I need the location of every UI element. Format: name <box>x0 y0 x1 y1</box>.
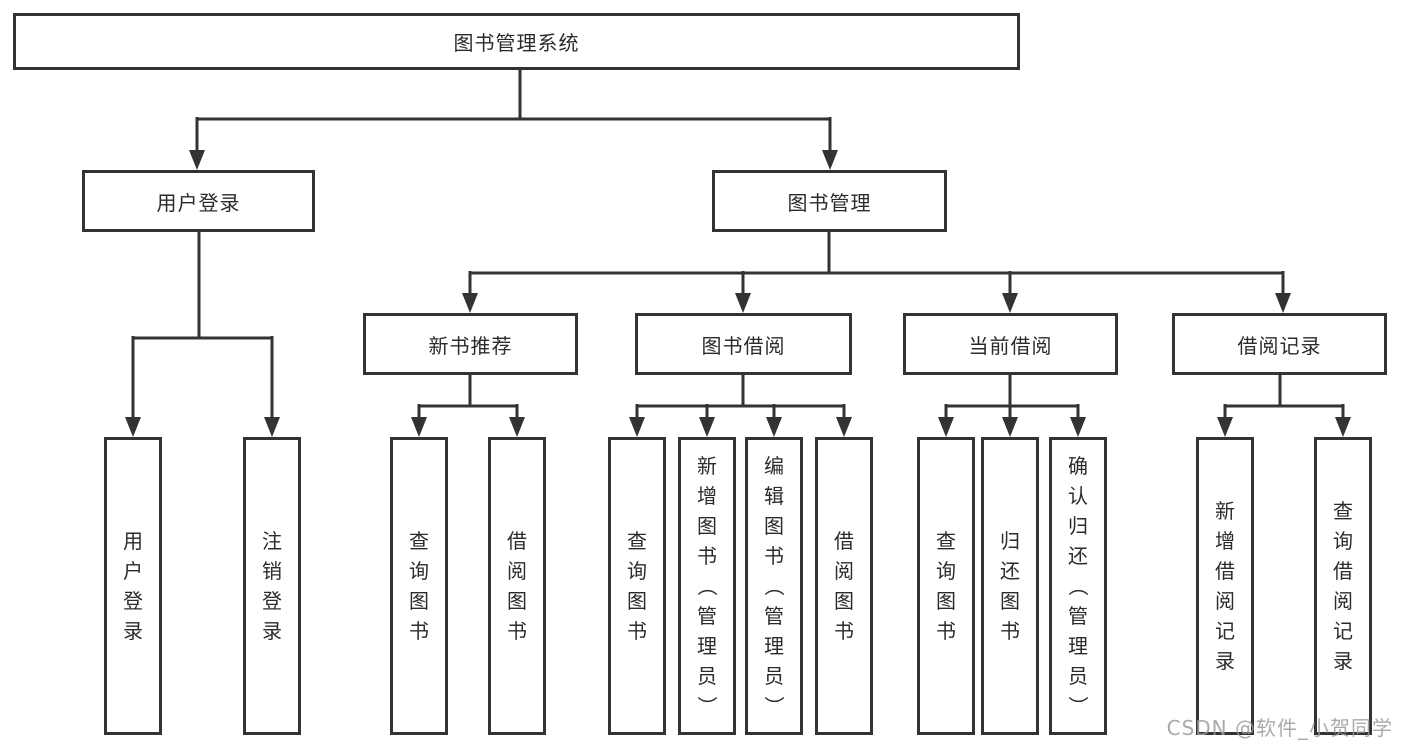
node-book-borrowing-label: 图书借阅 <box>701 333 786 358</box>
node-root: 图书管理系统 <box>13 13 1020 70</box>
leaf-edit-books-admin-label: 编辑图书（管理员） <box>762 454 786 716</box>
leaf-add-borrow-record-label: 新增借阅记录 <box>1215 499 1235 673</box>
leaf-user-login: 用户登录 <box>104 437 162 735</box>
node-current-borrowing: 当前借阅 <box>903 313 1118 375</box>
node-book-management-branch: 图书管理 <box>712 170 947 232</box>
node-user-login-branch-label: 用户登录 <box>156 190 241 215</box>
leaf-user-login-label: 用户登录 <box>123 529 143 643</box>
node-user-login-branch: 用户登录 <box>82 170 315 232</box>
leaf-add-books-admin-label: 新增图书（管理员） <box>695 454 719 716</box>
node-borrowing-records: 借阅记录 <box>1172 313 1387 375</box>
node-book-borrowing: 图书借阅 <box>635 313 852 375</box>
leaf-query-books-recommend: 查询图书 <box>390 437 448 735</box>
leaf-query-books-current-label: 查询图书 <box>936 529 956 643</box>
leaf-query-books-recommend-label: 查询图书 <box>409 529 429 643</box>
node-new-book-recommend-label: 新书推荐 <box>428 333 513 358</box>
leaf-add-borrow-record: 新增借阅记录 <box>1196 437 1254 735</box>
watermark: CSDN @软件_小贺同学 <box>1166 716 1393 740</box>
leaf-borrow-books-recommend-label: 借阅图书 <box>507 529 527 643</box>
leaf-borrow-books-borrow: 借阅图书 <box>815 437 873 735</box>
leaf-query-books-borrow-label: 查询图书 <box>627 529 647 643</box>
node-borrowing-records-label: 借阅记录 <box>1237 333 1322 358</box>
leaf-logout: 注销登录 <box>243 437 301 735</box>
leaf-query-books-current: 查询图书 <box>917 437 975 735</box>
leaf-return-books: 归还图书 <box>981 437 1039 735</box>
leaf-confirm-return-admin-label: 确认归还（管理员） <box>1066 454 1090 716</box>
node-root-label: 图书管理系统 <box>453 31 580 55</box>
leaf-add-books-admin: 新增图书（管理员） <box>678 437 736 735</box>
leaf-borrow-books-recommend: 借阅图书 <box>488 437 546 735</box>
leaf-edit-books-admin: 编辑图书（管理员） <box>745 437 803 735</box>
leaf-logout-label: 注销登录 <box>262 529 282 643</box>
node-current-borrowing-label: 当前借阅 <box>968 333 1053 358</box>
leaf-borrow-books-borrow-label: 借阅图书 <box>834 529 854 643</box>
node-new-book-recommend: 新书推荐 <box>363 313 578 375</box>
node-book-management-branch-label: 图书管理 <box>787 190 872 215</box>
leaf-return-books-label: 归还图书 <box>1000 529 1020 643</box>
leaf-query-borrow-record-label: 查询借阅记录 <box>1333 499 1353 673</box>
leaf-query-books-borrow: 查询图书 <box>608 437 666 735</box>
leaf-confirm-return-admin: 确认归还（管理员） <box>1049 437 1107 735</box>
leaf-query-borrow-record: 查询借阅记录 <box>1314 437 1372 735</box>
